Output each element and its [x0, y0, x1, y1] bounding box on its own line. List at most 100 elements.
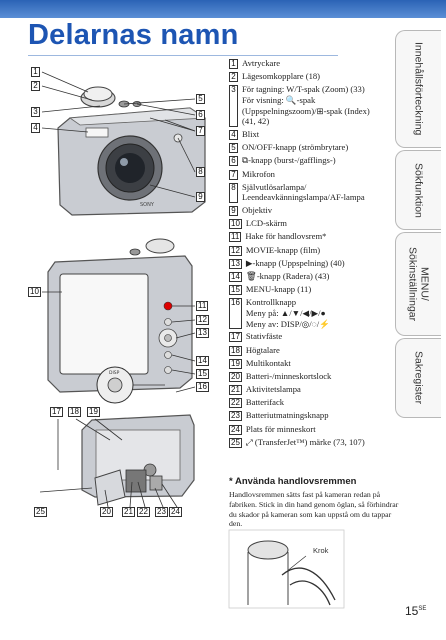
page-number: 15SE: [405, 604, 426, 618]
legend-text: Objektiv: [242, 205, 273, 216]
legend-num: 25: [229, 437, 242, 448]
legend-item: 5 ON/OFF-knapp (strömbrytare): [229, 142, 399, 154]
legend-num: 15: [229, 285, 242, 296]
legend-text: Multikontakt: [245, 357, 291, 368]
legend-text: Plats för minneskort: [245, 423, 316, 434]
legend-num: 8: [229, 182, 238, 203]
page-title: Delarnas namn: [28, 19, 239, 51]
callout-14: 14: [196, 356, 209, 366]
title-divider: [28, 55, 338, 56]
legend-text: MENU-knapp (11): [245, 284, 312, 295]
camera-bottom-illustration: [39, 414, 195, 508]
callout-18: 18: [68, 407, 81, 417]
legend-num: 19: [229, 358, 242, 369]
callout-13: 13: [196, 328, 209, 338]
strap-tip-body: Handlovsremmen sätts fast på kameran red…: [229, 490, 399, 529]
legend-num: 12: [229, 245, 242, 256]
callout-6: 6: [196, 110, 205, 120]
legend-item: 13▶-knapp (Uppspelning) (40): [229, 258, 399, 269]
callout-4: 4: [31, 123, 40, 133]
legend-item: 25⤢ (TransferJet™) märke (73, 107): [229, 437, 399, 448]
legend-num: 5: [229, 143, 238, 154]
legend-text: ▶-knapp (Uppspelning) (40): [245, 257, 345, 268]
legend-num: 24: [229, 424, 242, 435]
callout-21: 21: [122, 507, 135, 517]
legend-num: 10: [229, 219, 242, 230]
callout-20: 20: [100, 507, 113, 517]
tab-menu-settings[interactable]: MENU/ Sökinställningar: [395, 232, 441, 336]
legend-text: Mikrofon: [242, 168, 275, 179]
callout-23: 23: [155, 507, 168, 517]
legend-item: 7 Mikrofon: [229, 169, 399, 180]
legend-num: 14: [229, 272, 242, 282]
legend-text: Batteriutmatningsknapp: [245, 410, 329, 421]
tab-search-label: Sökfunktion: [412, 162, 425, 218]
legend-text: Högtalare: [245, 344, 280, 355]
legend-text: LCD-skärm: [245, 218, 287, 229]
legend-num: 20: [229, 371, 242, 382]
legend-text: Blixt: [242, 128, 260, 139]
camera-rear-illustration: [42, 238, 196, 393]
tab-contents-label: Innehållsförteckning: [412, 42, 425, 136]
legend-num: 23: [229, 411, 242, 422]
wrist-strap-illustration: [228, 529, 345, 609]
legend-num: 2: [229, 72, 238, 83]
legend-num: 22: [229, 398, 242, 409]
legend-text: Lägesomkopplare (18): [242, 71, 321, 82]
header-bar: [0, 0, 446, 18]
legend-text: Självutlösarlampa/ Leendeavkänningslampa…: [242, 181, 365, 203]
tab-search[interactable]: Sökfunktion: [395, 150, 441, 230]
page-number-value: 15: [405, 604, 419, 618]
tab-contents[interactable]: Innehållsförteckning: [395, 30, 441, 148]
strap-hook-label: Krok: [313, 546, 329, 555]
control-dial-detail: DISP: [96, 366, 165, 404]
callout-1: 1: [31, 67, 40, 77]
callout-16: 16: [196, 382, 209, 392]
legend-text: För tagning: W/T-spak (Zoom) (33) För vi…: [242, 84, 370, 127]
legend-num: 3: [229, 85, 238, 127]
legend-text: ON/OFF-knapp (strömbrytare): [242, 142, 349, 153]
strap-tip-title: * Använda handlovsremmen: [229, 476, 357, 487]
callout-9: 9: [196, 192, 205, 202]
callout-22: 22: [137, 507, 150, 517]
legend-num: 21: [229, 385, 242, 396]
legend-item: 2 Lägesomkopplare (18): [229, 71, 399, 83]
callout-10: 10: [28, 287, 41, 297]
legend-text: Batterifack: [245, 397, 285, 408]
legend-text: ⤢ (TransferJet™) märke (73, 107): [245, 436, 365, 447]
legend-num: 17: [229, 332, 242, 343]
callout-15: 15: [196, 369, 209, 379]
legend-text: 🗑-knapp (Radera) (43): [245, 271, 330, 281]
callout-17: 17: [50, 407, 63, 417]
callout-11: 11: [196, 301, 209, 311]
legend-num: 16: [229, 298, 242, 330]
tab-index[interactable]: Sakregister: [395, 338, 441, 418]
legend-text: Kontrollknapp Meny på: ▲/▼/◀/▶/● Meny av…: [245, 297, 330, 329]
legend-item: 6⧉-knapp (burst-/gafflings-): [229, 155, 399, 167]
callout-8: 8: [196, 167, 205, 177]
legend-text: Batteri-/minneskortslock: [245, 370, 332, 381]
svg-text:DISP: DISP: [109, 370, 120, 376]
legend-text: Avtryckare: [242, 58, 281, 68]
legend-num: 6: [229, 156, 238, 167]
callout-2: 2: [31, 81, 40, 91]
tab-menu-settings-label: MENU/ Sökinställningar: [406, 246, 431, 322]
legend-num: 7: [229, 169, 238, 180]
